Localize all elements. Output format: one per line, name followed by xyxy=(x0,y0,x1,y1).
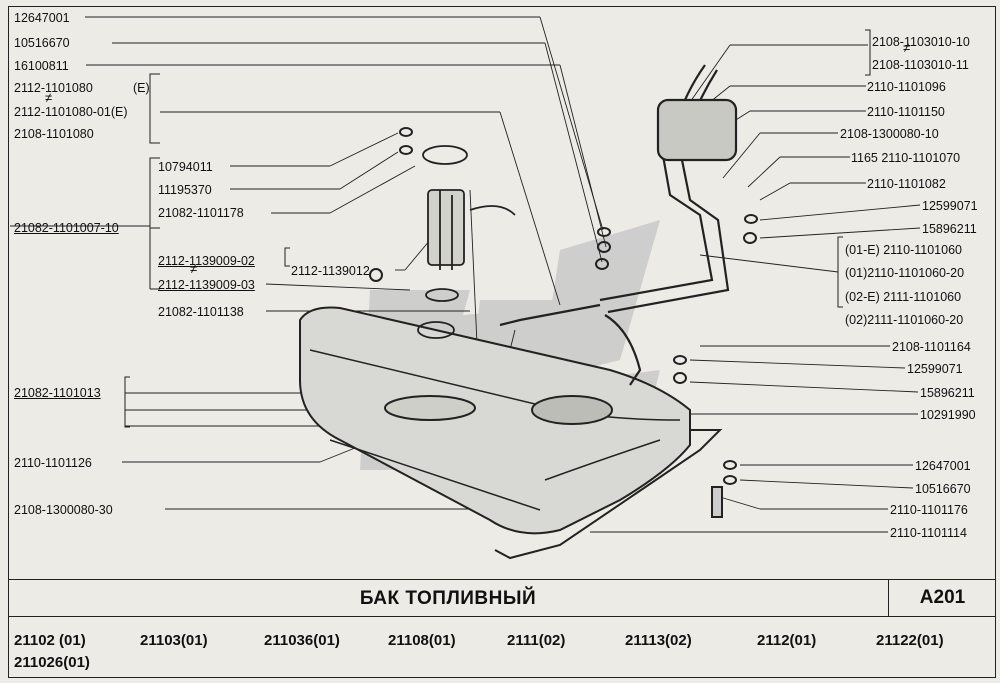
leader-lines xyxy=(85,16,921,533)
model-21102: 21102 (01) xyxy=(14,632,86,649)
label-10516670: 10516670 xyxy=(14,36,70,50)
label-21082-1101013: 21082-1101013 xyxy=(14,386,101,400)
label-10516670-right: 10516670 xyxy=(915,482,971,496)
label-1165-2110-1101070: 1165 2110-1101070 xyxy=(851,151,961,165)
washers xyxy=(369,127,758,518)
label-2110-1101150: 2110-1101150 xyxy=(867,105,945,119)
diagram-code: A201 xyxy=(888,580,996,616)
label-2112-1139012: 2112-1139012 xyxy=(291,264,370,278)
label-16100811: 16100811 xyxy=(14,59,69,73)
label-2110-1101082: 2110-1101082 xyxy=(867,177,946,191)
model-2111: 2111(02) xyxy=(507,632,566,649)
label-02e-2111-1101060: (02-E) 2111-1101060 xyxy=(845,290,962,304)
label-2108-1101080: 2108-1101080 xyxy=(14,127,94,141)
label-12647001-right: 12647001 xyxy=(915,459,971,473)
label-01-2110-1101060-20: (01)2110-1101060-20 xyxy=(845,266,965,280)
label-2112-1101080-01e: 2112-1101080-01(E) xyxy=(14,105,128,119)
label-2110-1101176: 2110-1101176 xyxy=(890,503,968,517)
model-21122: 21122(01) xyxy=(876,632,944,649)
label-2108-1103010-10: 2108-1103010-10 xyxy=(872,35,970,49)
label-10291990: 10291990 xyxy=(920,408,976,422)
tank-strap xyxy=(494,429,723,560)
model-21108: 21108(01) xyxy=(388,632,456,649)
label-2110-1101126: 2110-1101126 xyxy=(14,456,92,470)
label-21082-1101138: 21082-1101138 xyxy=(158,305,244,319)
fuel-tank xyxy=(299,306,691,535)
label-2108-1103010-11: 2108-1103010-11 xyxy=(872,58,969,72)
diagram-title: БАК ТОПЛИВНЫЙ xyxy=(359,588,537,609)
label-15896211-top: 15896211 xyxy=(922,222,977,236)
neq-mark-mid: ≠ xyxy=(190,261,197,276)
drawing-frame xyxy=(8,6,996,678)
model-211026: 211026(01) xyxy=(14,654,90,671)
fuel-pump-module xyxy=(417,145,516,339)
label-15896211-mid: 15896211 xyxy=(920,386,975,400)
label-2108-1300080-10: 2108-1300080-10 xyxy=(840,127,939,141)
title-bar: БАК ТОПЛИВНЫЙ A201 xyxy=(8,579,996,617)
label-21082-1101178: 21082-1101178 xyxy=(158,206,244,220)
label-02-2111-1101060-20: (02)2111-1101060-20 xyxy=(845,313,964,327)
model-21113: 21113(02) xyxy=(625,632,692,649)
label-12647001: 12647001 xyxy=(14,11,70,25)
left-brackets xyxy=(10,73,290,428)
label-2108-1101164: 2108-1101164 xyxy=(892,340,971,354)
label-11195370: 11195370 xyxy=(158,183,212,197)
filler-neck-pipe xyxy=(499,64,738,386)
model-2112: 2112(01) xyxy=(757,632,817,649)
model-211036: 211036(01) xyxy=(264,632,340,649)
label-2112-1101080-e: (E) xyxy=(133,81,150,95)
label-2112-1139009-03: 2112-1139009-03 xyxy=(158,278,255,292)
label-2112-1139009-02: 2112-1139009-02 xyxy=(158,254,255,268)
label-2110-1101114: 2110-1101114 xyxy=(890,526,967,540)
neq-mark-right: ≠ xyxy=(903,40,910,55)
label-2108-1300080-30: 2108-1300080-30 xyxy=(14,503,113,517)
label-01e-2110-1101060: (01-E) 2110-1101060 xyxy=(845,243,962,257)
model-21103: 21103(01) xyxy=(140,632,208,649)
label-2110-1101096: 2110-1101096 xyxy=(867,80,946,94)
label-2112-1101080: 2112-1101080 xyxy=(14,81,93,95)
label-21082-1101007-10: 21082-1101007-10 xyxy=(14,221,119,235)
neq-mark-left: ≠ xyxy=(45,90,52,105)
label-10794011: 10794011 xyxy=(158,160,213,174)
label-12599071-mid: 12599071 xyxy=(907,362,963,376)
label-12599071-top: 12599071 xyxy=(922,199,978,213)
